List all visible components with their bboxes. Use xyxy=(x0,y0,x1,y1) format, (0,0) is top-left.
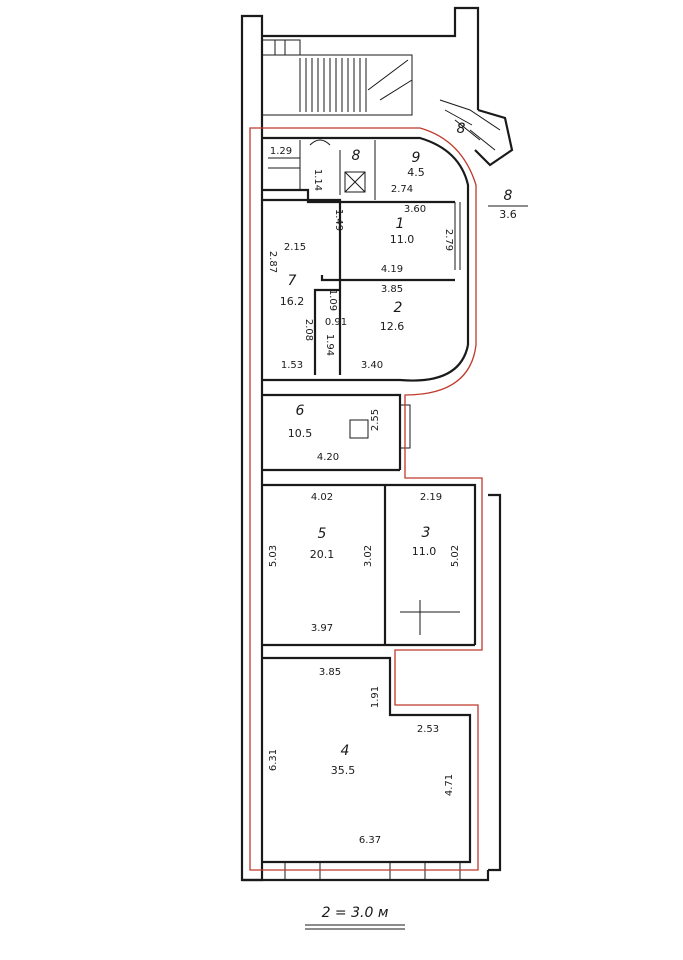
dim-3-60: 3.60 xyxy=(404,204,426,215)
room-3-area: 11.0 xyxy=(412,545,437,558)
dim-1-29: 1.29 xyxy=(270,146,292,157)
dim-3-97: 3.97 xyxy=(311,623,333,634)
dim-0-91: 0.91 xyxy=(325,317,347,328)
scale-note-text: 2 = 3.0 м xyxy=(322,905,389,921)
dim-2-87: 2.87 xyxy=(267,251,278,273)
dim-6-37: 6.37 xyxy=(359,835,381,846)
room-9-area: 4.5 xyxy=(407,166,425,179)
dim-3-40: 3.40 xyxy=(361,360,383,371)
dim-5-02: 5.02 xyxy=(450,545,461,567)
room-1-number: 1 xyxy=(396,216,405,232)
room-4-number: 4 xyxy=(341,743,350,759)
dim-2-79: 2.79 xyxy=(443,229,454,251)
dim-4-19: 4.19 xyxy=(381,264,403,275)
room-5-area: 20.1 xyxy=(310,548,335,561)
dim-1-94: 1.94 xyxy=(324,334,335,356)
apartment-boundary xyxy=(249,127,483,871)
dim-1-09: 1.09 xyxy=(327,289,338,311)
stair-8-number: 8 xyxy=(457,121,466,137)
dim-3-85-bottom: 3.85 xyxy=(319,667,341,678)
dim-1-91: 1.91 xyxy=(370,686,381,708)
staircase xyxy=(261,39,501,151)
room-6-number: 6 xyxy=(296,403,305,419)
room-6-area: 10.5 xyxy=(288,427,313,440)
room-4-area: 35.5 xyxy=(331,764,356,777)
room-9-number: 9 xyxy=(412,150,421,166)
room-8-number: 8 xyxy=(352,148,361,164)
dim-1-53: 1.53 xyxy=(281,360,303,371)
dim-4-02: 4.02 xyxy=(311,492,333,503)
dim-4-20: 4.20 xyxy=(317,452,339,463)
dim-2-74: 2.74 xyxy=(391,184,413,195)
dimension-labels: 1.29 2.74 3.60 2.15 2.87 4.19 2.79 3.85 … xyxy=(267,146,461,846)
room-2-area: 12.6 xyxy=(380,320,405,333)
room-3-number: 3 xyxy=(422,525,431,541)
dim-3-02: 3.02 xyxy=(363,545,374,567)
internal-walls xyxy=(262,136,477,880)
dim-1-14: 1.14 xyxy=(312,169,323,191)
dim-2-08: 2.08 xyxy=(303,319,314,341)
dim-2-53: 2.53 xyxy=(417,724,439,735)
dim-4-71: 4.71 xyxy=(444,774,455,796)
dim-2-55: 2.55 xyxy=(370,409,381,431)
dim-1-49: 1.49 xyxy=(333,209,344,231)
room-1-area: 11.0 xyxy=(390,233,415,246)
room-5-number: 5 xyxy=(318,526,327,542)
external-8-number: 8 xyxy=(504,188,513,204)
dim-2-19: 2.19 xyxy=(420,492,442,503)
external-8-area: 3.6 xyxy=(499,208,517,221)
room-labels: 1 11.0 2 12.6 3 11.0 4 35.5 5 20.1 6 10.… xyxy=(280,121,528,777)
room-7-area: 16.2 xyxy=(280,295,305,308)
dim-2-15: 2.15 xyxy=(284,242,306,253)
room-7-number: 7 xyxy=(288,273,297,289)
dim-5-03: 5.03 xyxy=(268,545,279,567)
outer-walls xyxy=(240,6,514,882)
room-2-number: 2 xyxy=(394,300,403,316)
dim-6-31: 6.31 xyxy=(268,749,279,771)
dim-3-85-top: 3.85 xyxy=(381,284,403,295)
scale-note: 2 = 3.0 м xyxy=(305,905,405,930)
